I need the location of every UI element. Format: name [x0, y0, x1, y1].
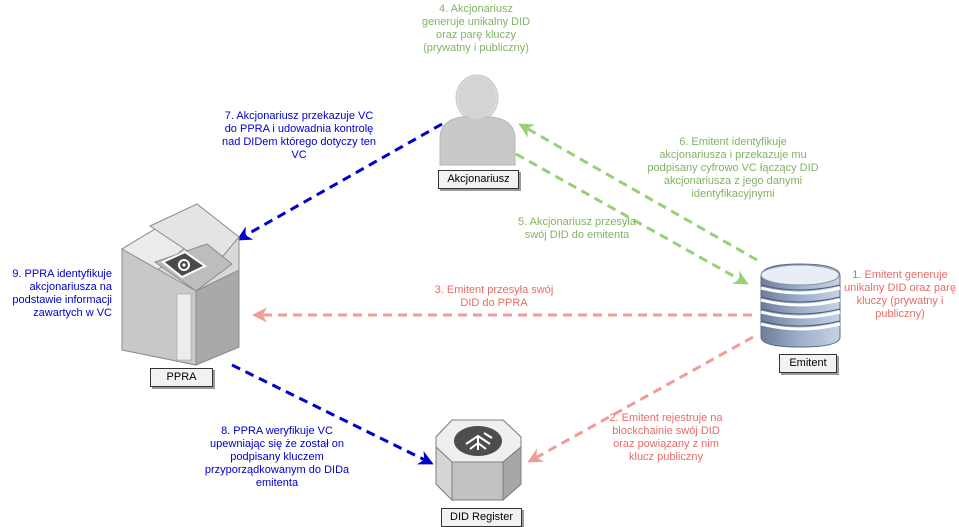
step-8-note: 8. PPRA weryfikuje VC upewniając się że …	[204, 425, 350, 489]
step-1-note: 1. Emitent generuje unikalny DID oraz pa…	[844, 269, 956, 320]
akcjonariusz-label: Akcjonariusz	[438, 170, 519, 189]
ppra-label: PPRA	[150, 368, 213, 387]
step-9-note: 9. PPRA identyfikuje akcjonariusza na po…	[12, 268, 112, 319]
step-2-note: 2. Emitent rejestruje na blockchainie sw…	[609, 412, 723, 463]
arrow-step-6	[518, 123, 758, 262]
step-5-note: 5. Akcjonariusz przesyła swój DID do emi…	[518, 216, 636, 241]
step-6-note: 6. Emitent identyfikuje akcjonariusza i …	[647, 136, 819, 200]
did-register-label: DID Register	[441, 508, 522, 527]
arrow-step-2	[527, 335, 754, 463]
step-3-note: 3. Emitent przesyła swój DID do PPRA	[434, 284, 554, 309]
open-box-settings-icon	[121, 203, 240, 366]
step-7-note: 7. Akcjonariusz przekazuje VC do PPRA i …	[221, 110, 377, 161]
step-4-note: 4. Akcjonariusz generuje unikalny DID or…	[421, 3, 531, 54]
arrow-step-7	[236, 122, 443, 241]
office-building-icon	[760, 263, 841, 348]
arrow-step-8	[231, 363, 434, 465]
blockchain-register-icon	[435, 419, 522, 502]
user-icon	[439, 74, 516, 166]
emitent-label: Emitent	[779, 354, 837, 373]
